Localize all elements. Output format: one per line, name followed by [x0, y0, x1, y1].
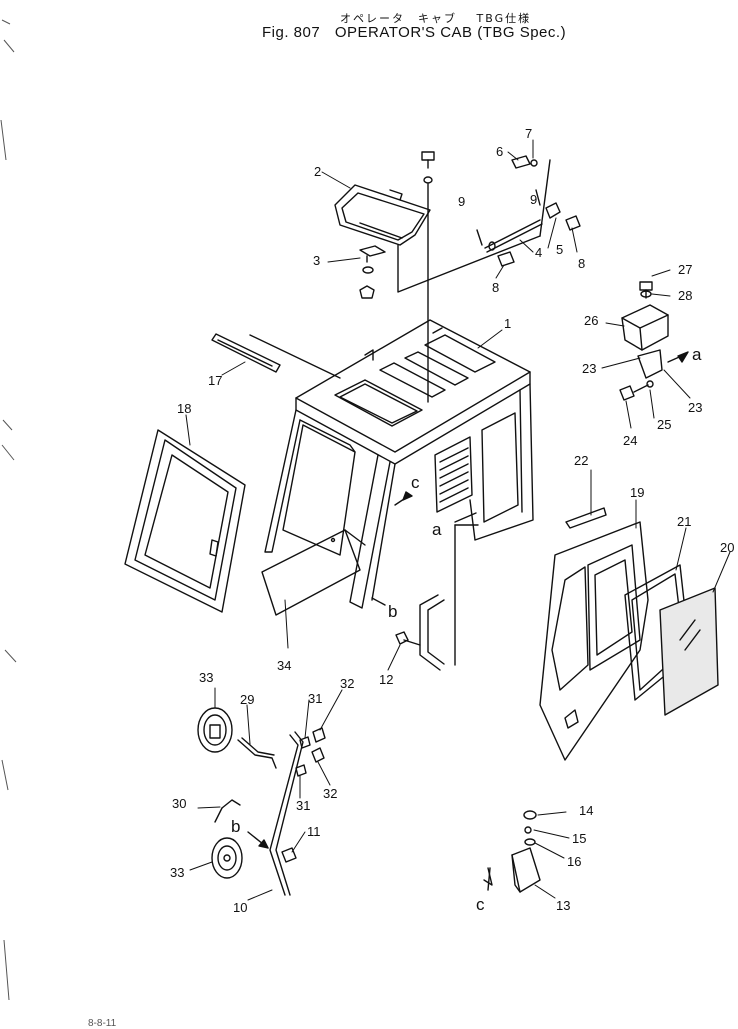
callout-34: 34: [277, 658, 291, 673]
callout-28: 28: [678, 288, 692, 303]
callout-7: 7: [525, 126, 532, 141]
ref-letter-b1: b: [388, 602, 397, 621]
callout-13: 13: [556, 898, 570, 913]
callout-17: 17: [208, 373, 222, 388]
callout-22: 22: [574, 453, 588, 468]
callout-31a: 31: [308, 691, 322, 706]
storage-box: [619, 281, 669, 401]
callout-8b: 8: [492, 280, 499, 295]
callout-32a: 32: [340, 676, 354, 691]
callout-labels: 1 2 3 4 5 6 7 8 8 9 9 10 11 12 13 14 15 …: [170, 126, 734, 915]
callout-1: 1: [504, 316, 511, 331]
latch-block: [511, 810, 541, 893]
callout-4: 4: [535, 245, 542, 260]
grab-handle: [395, 524, 479, 671]
reference-arrows: [247, 351, 689, 891]
callout-25: 25: [657, 417, 671, 432]
callout-24: 24: [623, 433, 637, 448]
callout-8a: 8: [578, 256, 585, 271]
callout-2: 2: [314, 164, 321, 179]
callout-23a: 23: [582, 361, 596, 376]
callout-6: 6: [496, 144, 503, 159]
lower-panel: [261, 529, 366, 616]
japanese-spec-text: TBG仕様: [476, 12, 532, 25]
ref-letter-c2: c: [476, 895, 485, 914]
roof-hatch: [334, 184, 431, 246]
callout-14: 14: [579, 803, 593, 818]
callout-33a: 33: [199, 670, 213, 685]
door-assembly: [539, 507, 719, 761]
callout-5: 5: [556, 242, 563, 257]
figure-number: Fig. 807: [262, 24, 321, 41]
hatch-hinge: [359, 245, 386, 299]
japanese-title-text: オペレータ キャブ: [340, 12, 457, 25]
callout-30: 30: [172, 796, 186, 811]
callout-9b: 9: [530, 192, 537, 207]
callout-3: 3: [313, 253, 320, 268]
callout-32b: 32: [323, 786, 337, 801]
callout-23b: 23: [688, 400, 702, 415]
callout-16: 16: [567, 854, 581, 869]
figure-title: Fig. 807 OPERATOR'S CAB (TBG Spec.): [262, 24, 576, 41]
callout-18: 18: [177, 401, 191, 416]
hatch-top-bolt: [421, 151, 435, 403]
mirror-assembly: [197, 707, 326, 896]
callout-21: 21: [677, 514, 691, 529]
callout-20: 20: [720, 540, 734, 555]
callout-leaders: [185, 139, 731, 901]
rain-rail: [211, 333, 341, 379]
callout-12: 12: [379, 672, 393, 687]
cab-frame: [264, 319, 534, 609]
callout-33b: 33: [170, 865, 184, 880]
front-window: [124, 429, 246, 613]
callout-15: 15: [572, 831, 586, 846]
figure-title-text: OPERATOR'S CAB (TBG Spec.): [334, 24, 567, 41]
scan-edge-noise: [0, 19, 17, 1001]
ref-letter-b2: b: [231, 817, 240, 836]
callout-31b: 31: [296, 798, 310, 813]
callout-9a: 9: [458, 194, 465, 209]
callout-26: 26: [584, 313, 598, 328]
ref-letter-a1: a: [432, 520, 442, 539]
ref-letter-a2: a: [692, 345, 702, 364]
japanese-title: オペレータ キャブ TBG仕様: [340, 10, 531, 26]
callout-29: 29: [240, 692, 254, 707]
callout-10: 10: [233, 900, 247, 915]
callout-27: 27: [678, 262, 692, 277]
hatch-strut: [476, 155, 581, 267]
page-code: 8-8-11: [88, 1018, 117, 1029]
callout-11: 11: [307, 824, 321, 839]
callout-19: 19: [630, 485, 644, 500]
ref-letter-c1: c: [411, 473, 420, 492]
